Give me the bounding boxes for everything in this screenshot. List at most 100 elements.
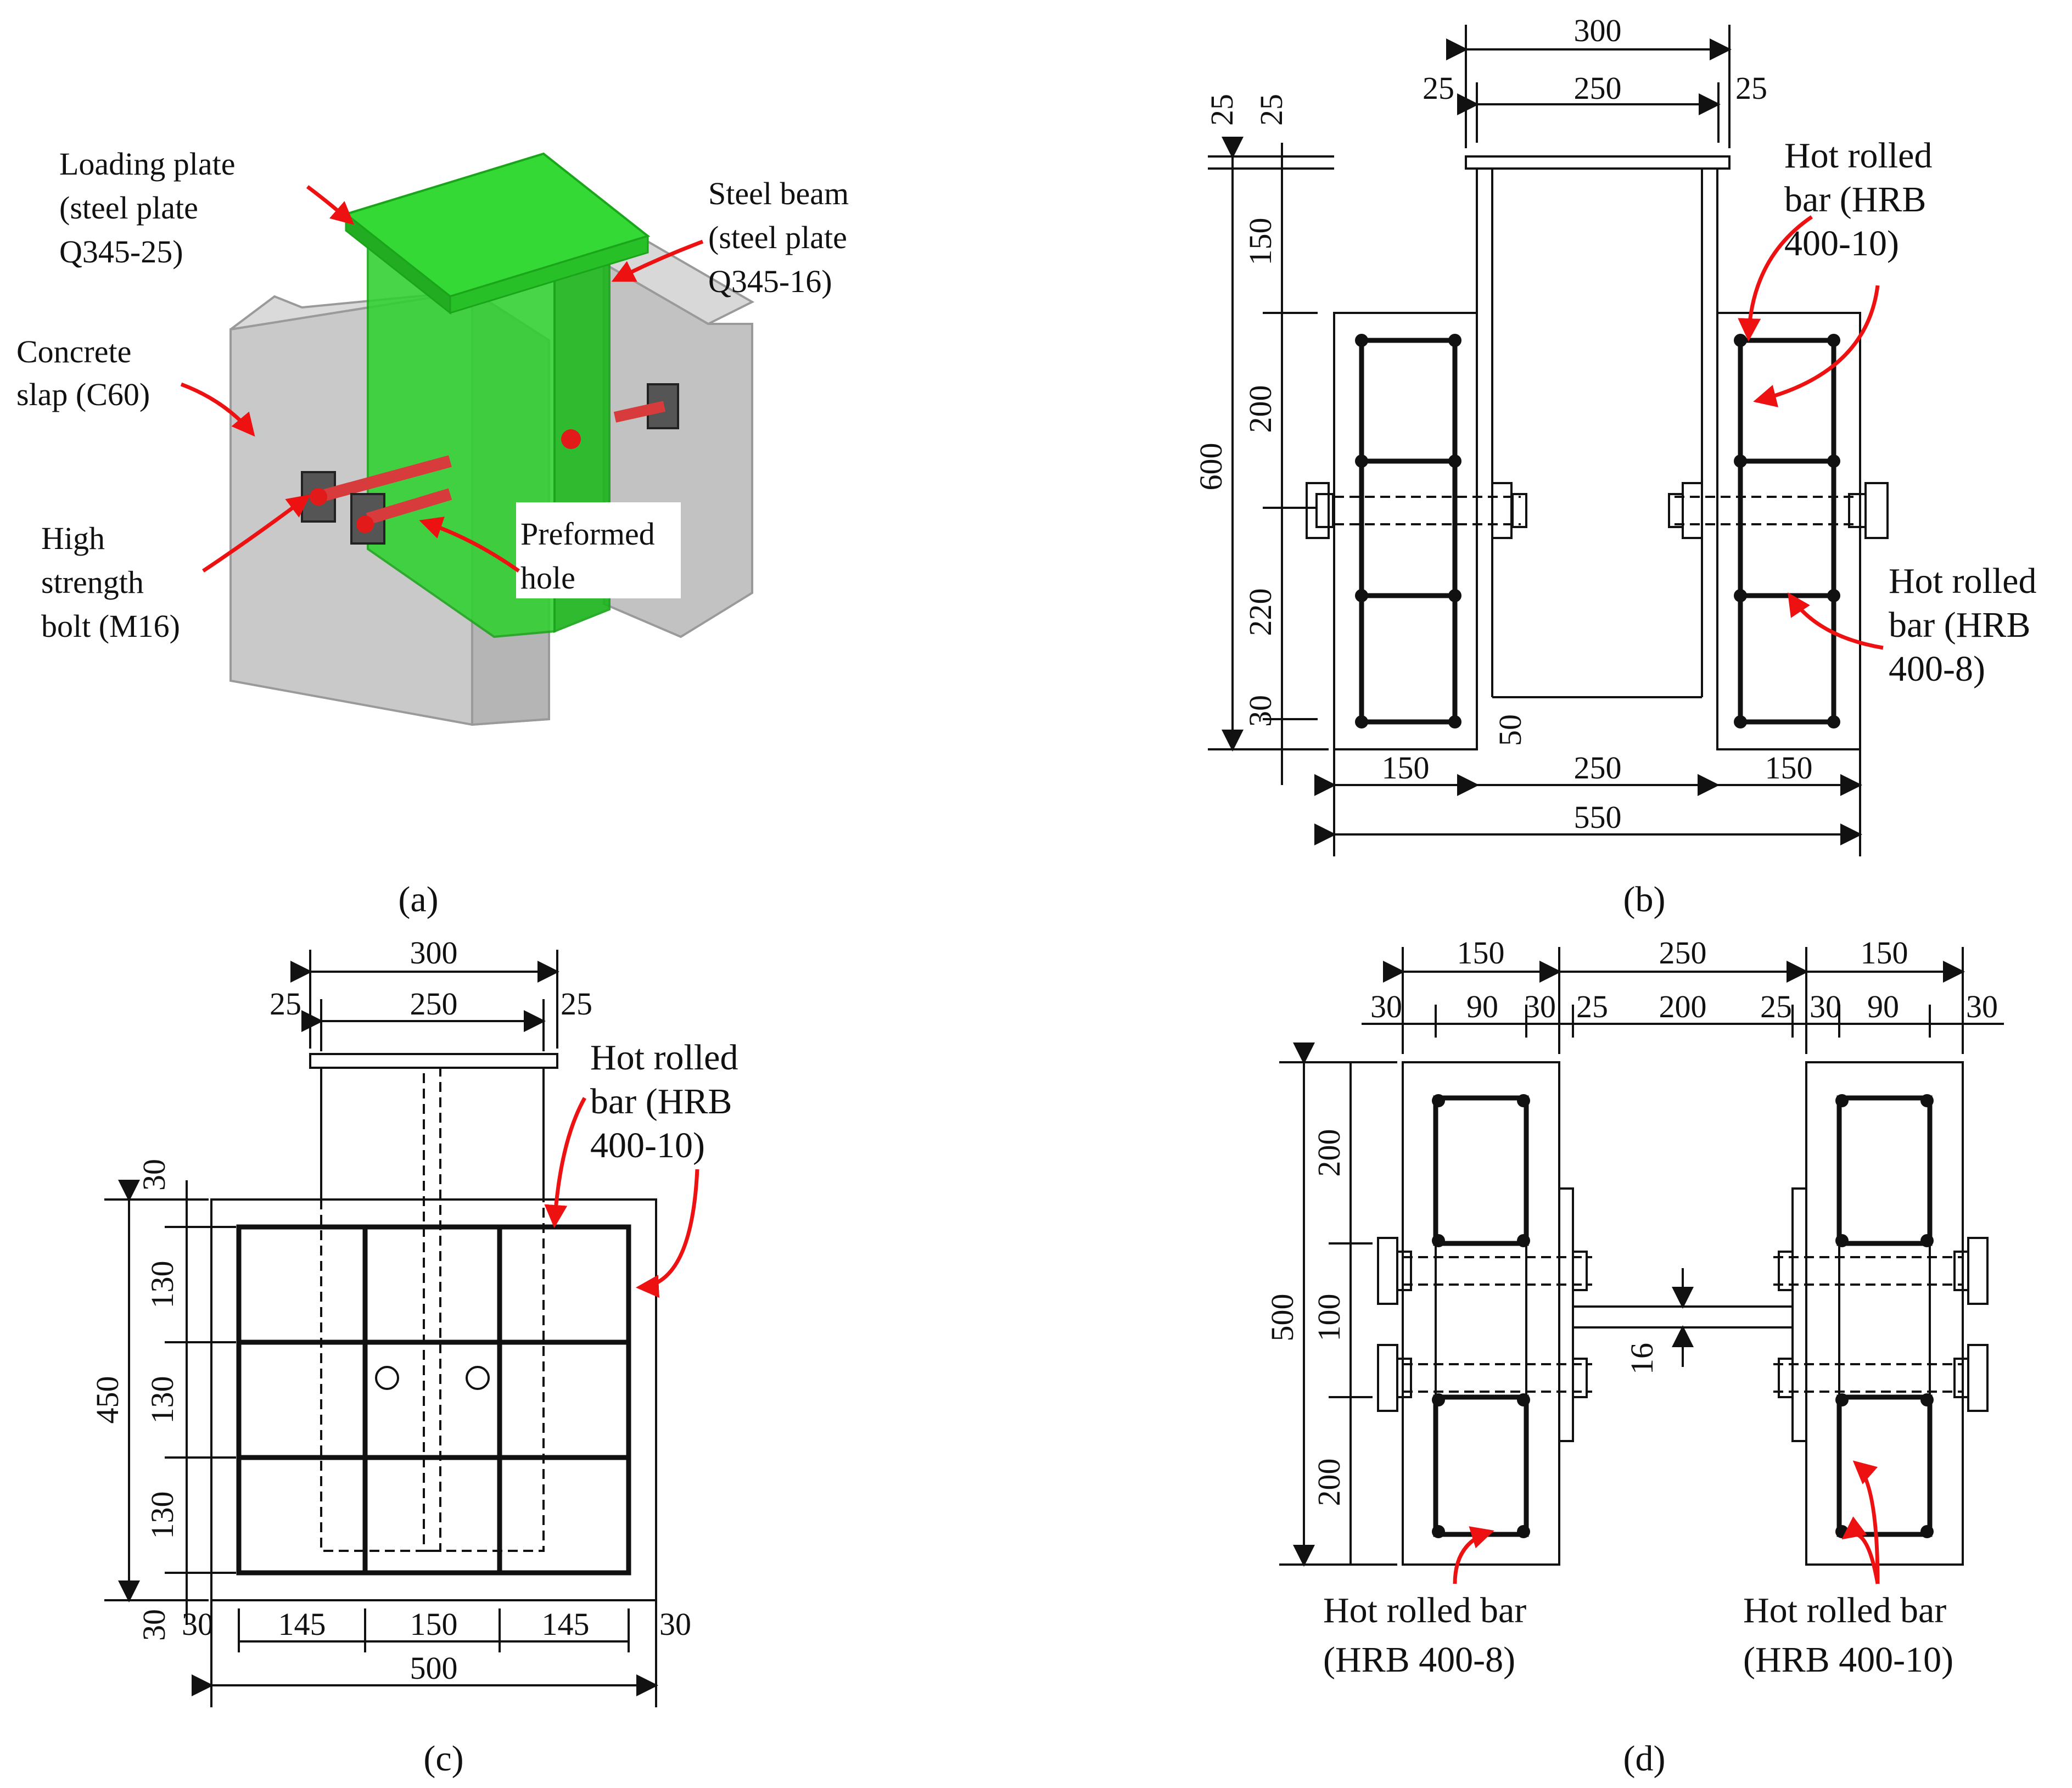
dim-c-130-c: 130 [144,1492,180,1539]
label-bolt-3: bolt (M16) [41,608,180,644]
dim-c-130-b: 130 [144,1376,180,1424]
caption-d: (d) [1623,1739,1666,1779]
dim-b-220: 220 [1242,588,1278,636]
bolt-head-icon [356,515,374,533]
bolt-right-b [1668,482,1889,539]
dim-d-90-b: 90 [1867,989,1899,1024]
dim-b-150-right: 150 [1765,750,1813,786]
dim-d-200-bottom: 200 [1311,1459,1347,1506]
panel-d: 150 250 150 30 90 30 25 200 25 30 90 30 … [1264,935,2004,1779]
dim-b-200: 200 [1242,385,1278,433]
label-loading-plate-1: Loading plate [59,146,236,182]
dim-d-30-c: 30 [1810,989,1841,1024]
concrete-block-left-d [1402,1061,1560,1566]
concrete-block-right-d [1805,1061,1964,1566]
dim-d-150-right: 150 [1861,935,1908,971]
dim-b-250-bottom: 250 [1574,750,1622,786]
dim-d-25-a: 25 [1576,989,1608,1024]
labels-a: Loading plate (steel plate Q345-25) Stee… [16,146,849,644]
bolt-hole-icon [466,1366,490,1390]
dim-b-300: 300 [1574,13,1622,48]
dim-d-25-b: 25 [1760,989,1792,1024]
dim-b-600: 600 [1193,443,1229,491]
caption-c: (c) [423,1739,463,1779]
dim-d-250: 250 [1659,935,1707,971]
dim-c-30-left: 30 [182,1606,214,1642]
label-hole-2: hole [520,560,575,596]
dim-c-145-right: 145 [542,1606,590,1642]
dim-d-500: 500 [1264,1294,1300,1342]
web-plate-d [1572,1305,1794,1329]
label-steel-beam-3: Q345-16) [708,264,832,299]
panel-b: 300 25 250 25 25 25 150 200 600 220 30 5… [1193,13,2036,920]
dim-b-150: 150 [1242,218,1278,266]
caption-b: (b) [1623,879,1666,920]
bolts [301,383,679,545]
dim-c-450: 450 [89,1376,125,1424]
dim-c-30-right: 30 [659,1606,691,1642]
caption-a: (a) [398,879,438,920]
bolt-head-icon [310,488,327,506]
dim-c-130-a: 130 [144,1261,180,1309]
dim-b-550: 550 [1574,799,1622,835]
label-b-bar8-3: 400-8) [1889,649,1985,689]
bolt-hole-icon [375,1366,399,1390]
label-concrete-2: slap (C60) [16,377,150,412]
concrete-block-left-b [1333,312,1478,750]
concrete-block-right-b [1716,312,1861,750]
bolts-d [1377,1237,1989,1412]
label-steel-beam-1: Steel beam [708,176,849,211]
dim-b-25-left: 25 [1423,70,1454,106]
label-loading-plate-3: Q345-25) [59,234,183,270]
dim-b-25-a: 25 [1204,94,1240,126]
dim-c-25-left: 25 [270,986,301,1022]
dim-c-30-bottom: 30 [136,1609,172,1641]
loading-plate-c [309,1053,558,1069]
label-steel-beam-2: (steel plate [708,220,847,255]
label-b-bar10-1: Hot rolled [1784,136,1932,176]
label-b-bar8-2: bar (HRB [1889,605,2030,645]
dim-c-500: 500 [410,1650,458,1686]
dim-c-150: 150 [410,1606,458,1642]
dim-b-250: 250 [1574,70,1622,106]
dim-b-150-left: 150 [1382,750,1430,786]
label-hole-1: Preformed [520,516,655,552]
label-d-bar8-2: (HRB 400-8) [1323,1640,1515,1680]
label-b-bar8-1: Hot rolled [1889,561,2036,601]
dim-c-145-left: 145 [278,1606,326,1642]
panel-c: 300 25 250 25 30 130 450 130 130 30 30 1… [89,935,738,1779]
label-b-bar10-3: 400-10) [1784,223,1899,264]
label-bolt-1: High [41,520,105,556]
concrete-block-c [210,1198,657,1601]
label-c-bar-3: 400-10) [590,1125,705,1165]
label-d-bar10-1: Hot rolled bar [1743,1590,1946,1630]
dim-d-30-a: 30 [1370,989,1402,1024]
steel-beam [343,152,651,638]
bolt-left-b [1306,482,1527,539]
label-b-bar10-2: bar (HRB [1784,180,1926,220]
dim-d-16: 16 [1624,1343,1660,1375]
dim-d-150-left: 150 [1457,935,1505,971]
dim-c-25-right: 25 [561,986,592,1022]
bolt-head-icon [561,429,581,449]
dim-b-50: 50 [1492,714,1528,746]
dim-c-30-top: 30 [136,1159,172,1191]
dim-b-25-b: 25 [1253,94,1289,126]
dim-d-30-b: 30 [1524,989,1556,1024]
label-c-bar-1: Hot rolled [590,1038,738,1078]
label-c-bar-2: bar (HRB [590,1081,732,1122]
label-concrete-1: Concrete [16,334,131,369]
label-bolt-2: strength [41,564,144,600]
dim-d-200: 200 [1659,989,1707,1024]
dim-d-30-d: 30 [1966,989,1998,1024]
dim-d-200-top: 200 [1311,1129,1347,1177]
dim-b-25-right: 25 [1735,70,1767,106]
loading-plate-b [1465,155,1731,170]
dim-d-90-a: 90 [1466,989,1498,1024]
label-loading-plate-2: (steel plate [59,190,198,226]
label-d-bar10-2: (HRB 400-10) [1743,1640,1953,1680]
label-d-bar8-1: Hot rolled bar [1323,1590,1526,1630]
dim-b-30: 30 [1242,695,1278,727]
